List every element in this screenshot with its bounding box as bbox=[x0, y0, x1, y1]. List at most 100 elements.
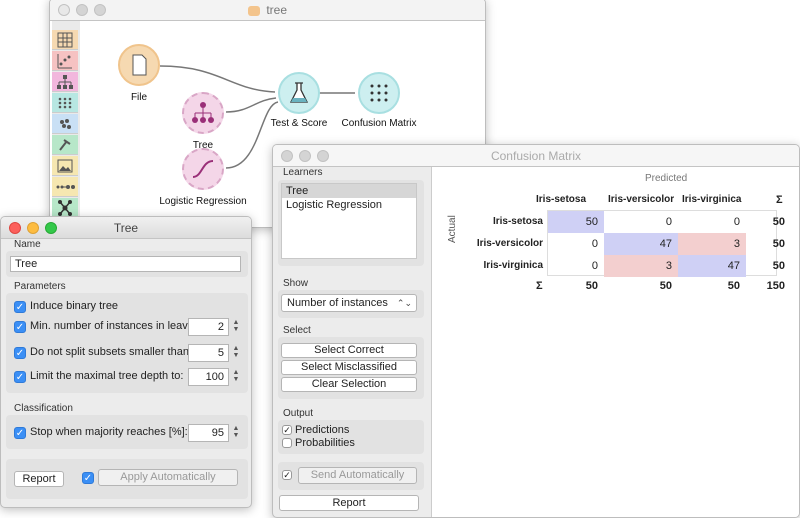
max-depth-spinbox[interactable]: 100 bbox=[188, 368, 229, 386]
matrix-cell[interactable]: 47 bbox=[678, 255, 746, 277]
max-depth-label: Limit the maximal tree depth to: bbox=[30, 370, 184, 382]
scatter-plot-icon bbox=[57, 54, 72, 69]
tree-title: Tree bbox=[113, 221, 139, 235]
zoom-light[interactable] bbox=[317, 150, 329, 162]
grid-matrix-icon bbox=[58, 97, 72, 109]
show-select[interactable]: Number of instances ⌃⌄ bbox=[281, 294, 417, 312]
max-depth-checkbox[interactable]: ✓ bbox=[14, 371, 26, 383]
no-split-label: Do not split subsets smaller than: bbox=[30, 346, 193, 358]
close-light[interactable] bbox=[58, 4, 70, 16]
stepper-arrows-icon[interactable]: ▲▼ bbox=[232, 369, 240, 383]
minimize-light[interactable] bbox=[76, 4, 88, 16]
logistic-regression-node[interactable] bbox=[182, 148, 224, 190]
matrix-cell[interactable]: 0 bbox=[591, 238, 598, 250]
output-box bbox=[278, 420, 424, 454]
name-input[interactable]: Tree bbox=[10, 256, 241, 272]
select-correct-button[interactable]: Select Correct bbox=[281, 343, 417, 358]
row-sum: 50 bbox=[772, 260, 785, 272]
matrix-cell[interactable]: 0 bbox=[591, 260, 598, 272]
tree-report-button[interactable]: Report bbox=[14, 471, 64, 487]
clear-selection-button[interactable]: Clear Selection bbox=[281, 377, 417, 392]
induce-binary-label: Induce binary tree bbox=[30, 300, 119, 312]
cm-report-button[interactable]: Report bbox=[279, 495, 419, 511]
select-label: Select bbox=[283, 325, 311, 336]
matrix-cell[interactable]: 0 bbox=[733, 216, 740, 228]
min-instances-label: Min. number of instances in leaves: bbox=[30, 320, 203, 332]
apply-auto-checkbox[interactable]: ✓ bbox=[82, 472, 94, 484]
sequence-icon bbox=[56, 185, 75, 189]
grand-total: 150 bbox=[766, 280, 785, 292]
actual-label: Actual bbox=[447, 215, 458, 243]
min-instances-checkbox[interactable]: ✓ bbox=[14, 321, 26, 333]
col-header-sum: Σ bbox=[776, 194, 783, 206]
minimize-light[interactable] bbox=[299, 150, 311, 162]
name-label: Name bbox=[14, 239, 41, 250]
hierarchy-icon bbox=[57, 75, 73, 89]
majority-spinbox[interactable]: 95 bbox=[188, 424, 229, 442]
minimize-light[interactable] bbox=[27, 222, 39, 234]
toolbox-category-visualize[interactable] bbox=[52, 51, 78, 71]
matrix-cell[interactable]: 50 bbox=[548, 211, 604, 233]
toolbox-category-model[interactable] bbox=[52, 72, 78, 92]
network-icon bbox=[58, 200, 72, 216]
canvas-title: tree bbox=[266, 3, 288, 17]
send-auto-checkbox[interactable]: ✓ bbox=[282, 470, 292, 480]
toolbox-category-text[interactable] bbox=[52, 135, 78, 155]
confusion-matrix-icon bbox=[370, 84, 388, 102]
tree-node[interactable] bbox=[182, 92, 224, 134]
cluster-icon bbox=[60, 119, 71, 129]
no-split-checkbox[interactable]: ✓ bbox=[14, 347, 26, 359]
learner-item-tree[interactable]: Tree bbox=[282, 184, 416, 198]
apply-automatically-button[interactable]: Apply Automatically bbox=[98, 469, 238, 486]
send-automatically-button[interactable]: Send Automatically bbox=[298, 467, 417, 484]
matrix-cell[interactable]: 3 bbox=[678, 233, 746, 255]
tree-window: Tree Name Tree Parameters ✓ Induce binar… bbox=[0, 216, 252, 508]
stepper-arrows-icon[interactable]: ▲▼ bbox=[232, 345, 240, 359]
probabilities-checkbox[interactable] bbox=[282, 438, 292, 448]
toolbox-category-timeseries[interactable] bbox=[52, 177, 78, 197]
select-misclassified-button[interactable]: Select Misclassified bbox=[281, 360, 417, 375]
majority-checkbox[interactable]: ✓ bbox=[14, 427, 26, 439]
tree-titlebar: Tree bbox=[1, 217, 251, 239]
col-header-iris-virginica: Iris-virginica bbox=[682, 194, 742, 205]
stepper-arrows-icon[interactable]: ▲▼ bbox=[232, 425, 240, 439]
learner-item-logistic-regression[interactable]: Logistic Regression bbox=[286, 199, 382, 211]
matrix-cell[interactable]: 47 bbox=[604, 233, 678, 255]
close-light[interactable] bbox=[281, 150, 293, 162]
toolbox-category-unsupervised[interactable] bbox=[52, 114, 78, 134]
zoom-light[interactable] bbox=[94, 4, 106, 16]
learners-label: Learners bbox=[283, 167, 323, 178]
toolbox-category-evaluate[interactable] bbox=[52, 93, 78, 113]
stepper-arrows-icon[interactable]: ▲▼ bbox=[232, 319, 240, 333]
col-sum: 50 bbox=[727, 280, 740, 292]
confusion-matrix-node[interactable] bbox=[358, 72, 400, 114]
no-split-spinbox[interactable]: 5 bbox=[188, 344, 229, 362]
row-header-iris-versicolor: Iris-versicolor bbox=[476, 238, 543, 249]
toolbox-category-network[interactable] bbox=[52, 198, 78, 218]
pick-icon bbox=[59, 139, 71, 151]
probabilities-label: Probabilities bbox=[295, 437, 355, 449]
tree-node-label: Tree bbox=[192, 140, 214, 151]
classification-label: Classification bbox=[14, 403, 73, 414]
matrix-cell[interactable]: 0 bbox=[665, 216, 672, 228]
toolbox-category-data[interactable] bbox=[52, 30, 78, 50]
predictions-checkbox[interactable]: ✓ bbox=[282, 425, 292, 435]
min-instances-spinbox[interactable]: 2 bbox=[188, 318, 229, 336]
file-node[interactable] bbox=[118, 44, 160, 86]
tree-icon bbox=[192, 102, 214, 123]
predicted-label: Predicted bbox=[645, 173, 688, 184]
test-score-node[interactable] bbox=[278, 72, 320, 114]
col-sum: 50 bbox=[585, 280, 598, 292]
row-header-iris-virginica: Iris-virginica bbox=[483, 260, 543, 271]
output-label: Output bbox=[283, 408, 314, 419]
zoom-light[interactable] bbox=[45, 222, 57, 234]
col-header-iris-setosa: Iris-setosa bbox=[536, 194, 587, 205]
learners-list[interactable]: Tree Logistic Regression bbox=[281, 183, 417, 259]
matrix-cell[interactable]: 3 bbox=[604, 255, 678, 277]
induce-binary-checkbox[interactable]: ✓ bbox=[14, 301, 26, 313]
sum-row-symbol: Σ bbox=[536, 280, 543, 292]
close-light[interactable] bbox=[9, 222, 21, 234]
toolbox-category-image[interactable] bbox=[52, 156, 78, 176]
file-icon bbox=[132, 54, 147, 76]
